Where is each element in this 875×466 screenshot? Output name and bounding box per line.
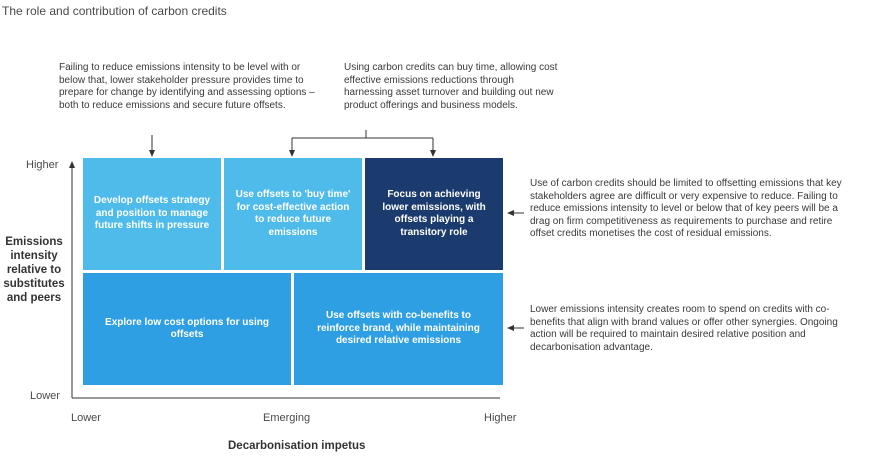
x-axis-higher-label: Higher [484, 412, 517, 424]
y-axis-arrowhead [69, 161, 75, 168]
note-top-left: Failing to reduce emissions intensity to… [59, 62, 315, 111]
box-cobenefits-text: Use offsets with co-benefits to reinforc… [317, 310, 480, 347]
box-focus-lower-emissions-text: Focus on achieving lower emissions, with… [382, 189, 486, 238]
box-focus-lower-emissions: Focus on achieving lower emissions, with… [365, 158, 503, 270]
arrow-right-upper-head [507, 210, 514, 216]
note-right-lower: Lower emissions intensity creates room t… [530, 304, 838, 353]
arrow-top-left-head [149, 150, 155, 157]
note-right-upper: Use of carbon credits should be limited … [530, 178, 842, 239]
y-axis-low-label: Lower [30, 390, 60, 402]
x-axis-emerging-label: Emerging [263, 412, 311, 424]
x-axis-title: Decarbonisation impetus [228, 440, 366, 452]
arrow-right-lower-head [507, 325, 514, 331]
box-cobenefits: Use offsets with co-benefits to reinforc… [294, 273, 503, 385]
box-develop-offsets-strategy-text: Develop offsets strategy and position to… [93, 195, 211, 232]
box-buy-time-text: Use offsets to 'buy time' for cost-effec… [235, 189, 351, 238]
box-explore-low-cost-text: Explore low cost options for using offse… [105, 316, 269, 341]
diagram-title: The role and contribution of carbon cred… [2, 4, 227, 18]
note-top-center: Using carbon credits can buy time, allow… [344, 62, 558, 111]
bracket-left-head [289, 150, 295, 157]
box-buy-time: Use offsets to 'buy time' for cost-effec… [224, 158, 362, 270]
y-axis-title: Emissions intensity relative to substitu… [3, 236, 65, 304]
x-axis-lower-label: Lower [71, 412, 101, 424]
y-axis-high-label: Higher [26, 159, 59, 171]
box-develop-offsets-strategy: Develop offsets strategy and position to… [83, 158, 221, 270]
bracket-right-head [430, 150, 436, 157]
box-explore-low-cost: Explore low cost options for using offse… [83, 273, 291, 385]
